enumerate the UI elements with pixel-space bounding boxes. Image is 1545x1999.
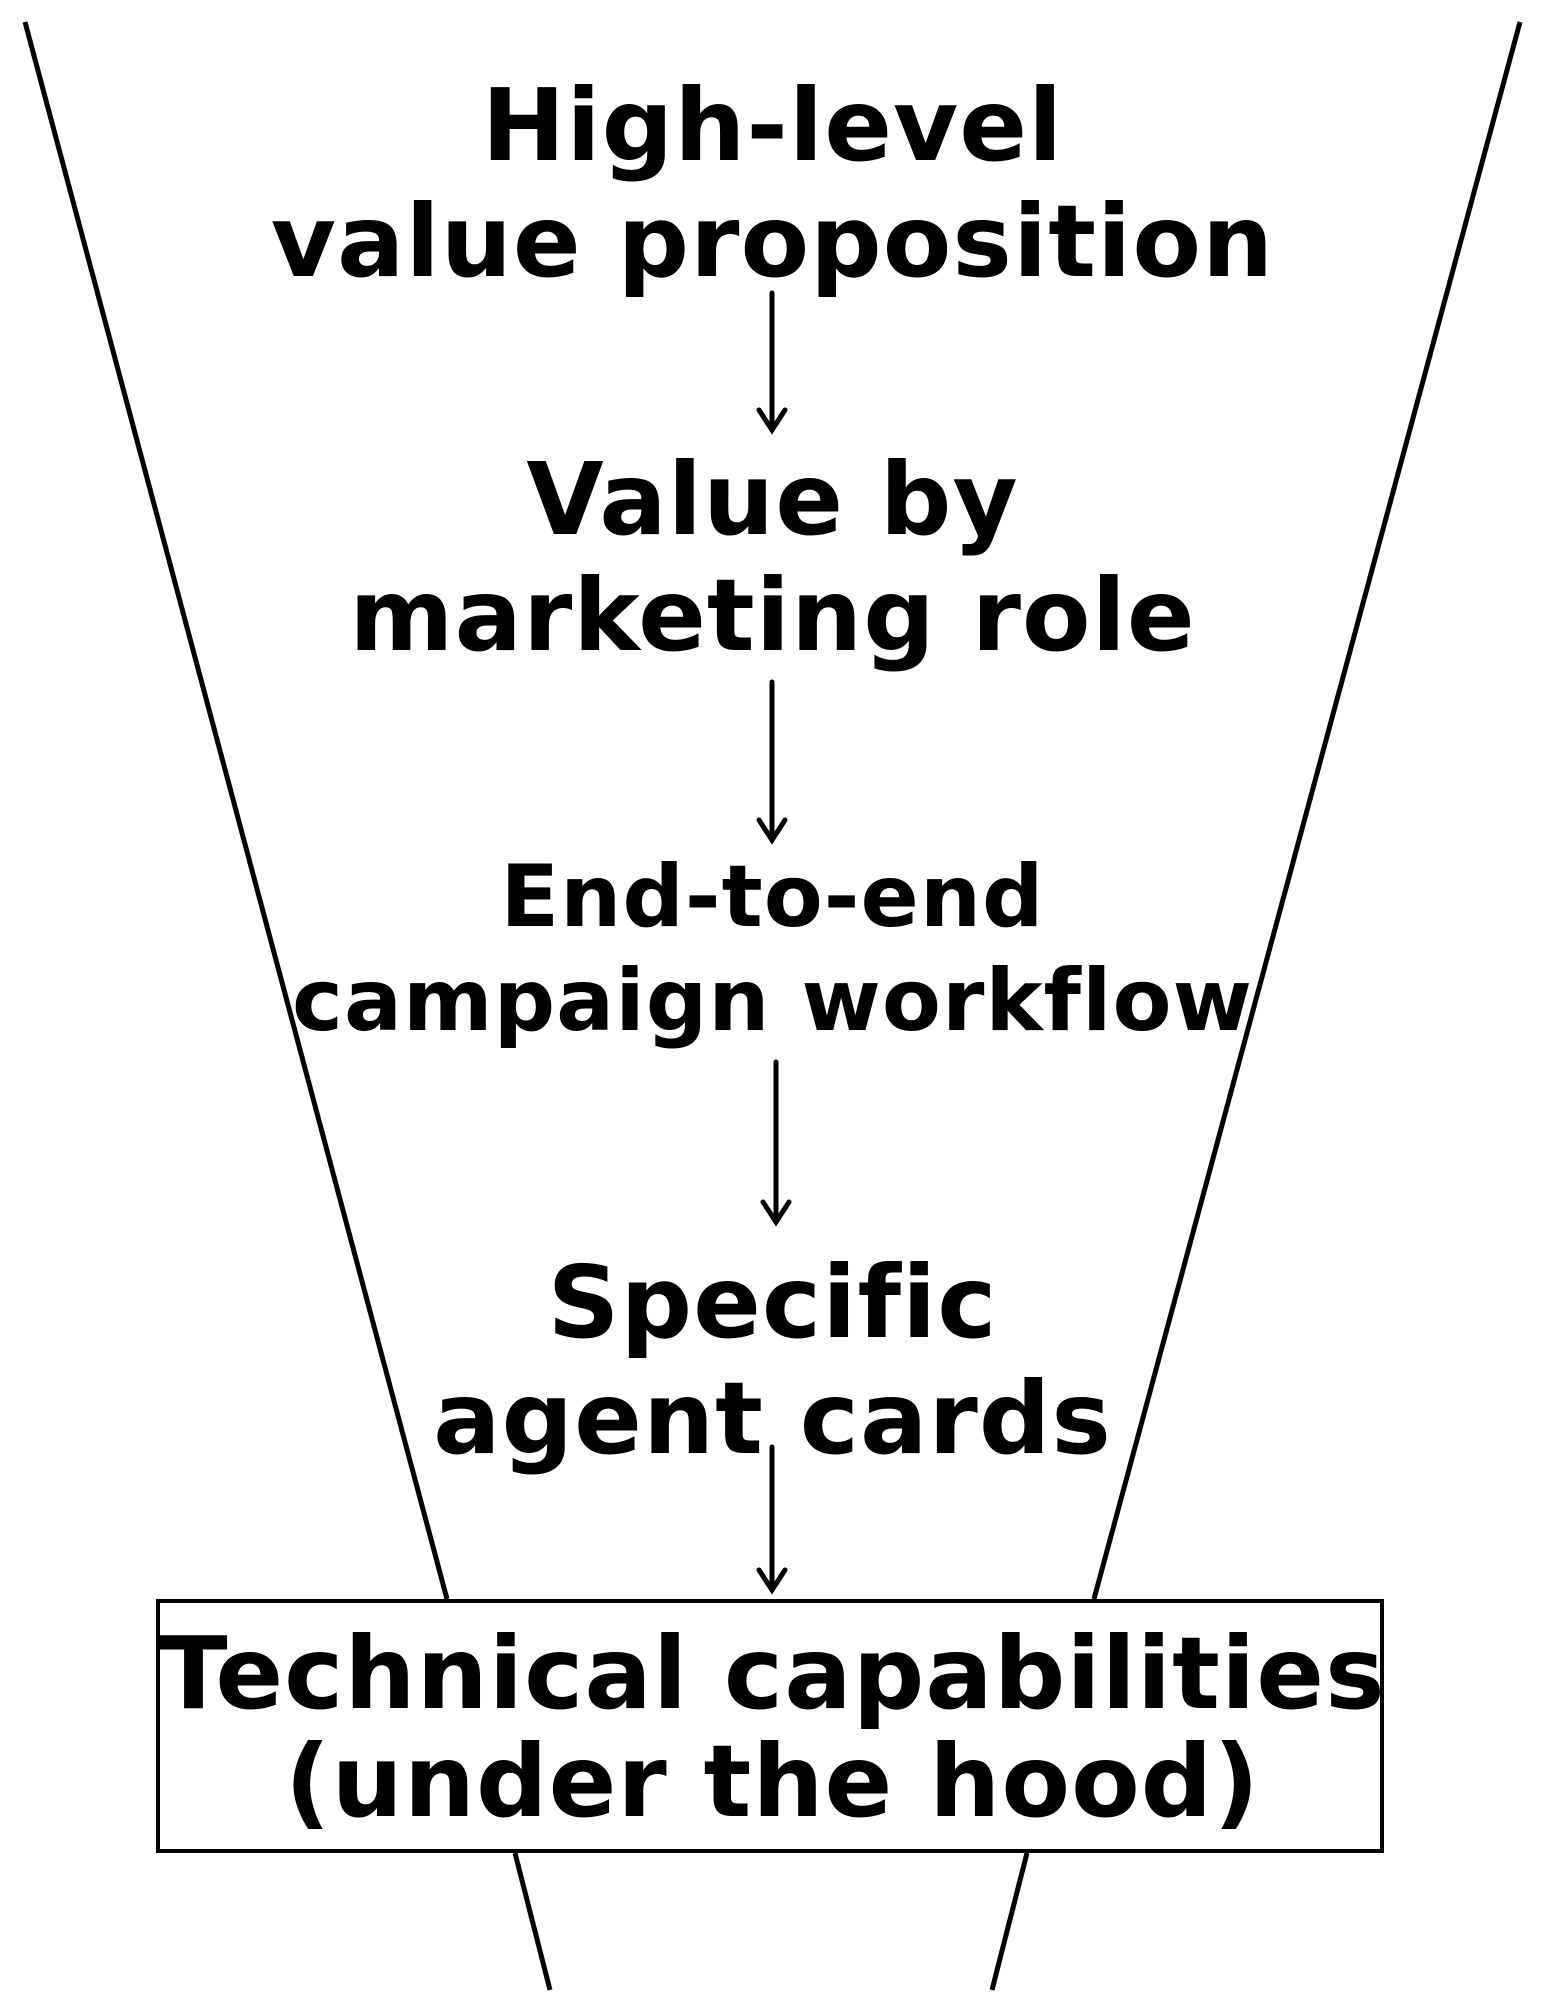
stage-2-line-2: marketing role xyxy=(349,557,1196,674)
stage-2-line-1: Value by xyxy=(526,441,1019,558)
stage-technical-capabilities: Technical capabilities (under the hood) xyxy=(0,1620,1545,1836)
arrow-2 xyxy=(756,679,788,845)
stage-specific-agent-cards: Specific agent cards xyxy=(0,1245,1545,1477)
funnel-left-edge xyxy=(22,21,450,1600)
stage-5-line-2: (under the hood) xyxy=(284,1723,1261,1840)
arrow-1 xyxy=(756,290,788,435)
stage-5-line-1: Technical capabilities xyxy=(159,1615,1386,1732)
stage-3-line-2: campaign workflow xyxy=(292,951,1253,1051)
funnel-left-spout xyxy=(512,1852,553,1991)
funnel-right-spout xyxy=(989,1852,1030,1991)
stage-1-line-1: High-level xyxy=(481,67,1064,184)
technical-capabilities-box xyxy=(156,1599,1384,1853)
stage-1-line-2: value proposition xyxy=(270,183,1275,300)
stage-4-line-2: agent cards xyxy=(433,1360,1112,1477)
stage-end-to-end-campaign-workflow: End-to-end campaign workflow xyxy=(0,845,1545,1053)
arrow-3 xyxy=(760,1059,792,1227)
stage-value-by-marketing-role: Value by marketing role xyxy=(0,442,1545,674)
arrow-4 xyxy=(756,1444,788,1595)
funnel-right-edge xyxy=(1091,21,1523,1600)
stage-high-level-value-proposition: High-level value proposition xyxy=(0,68,1545,300)
stage-4-line-1: Specific xyxy=(547,1244,998,1361)
stage-3-line-1: End-to-end xyxy=(500,847,1045,947)
